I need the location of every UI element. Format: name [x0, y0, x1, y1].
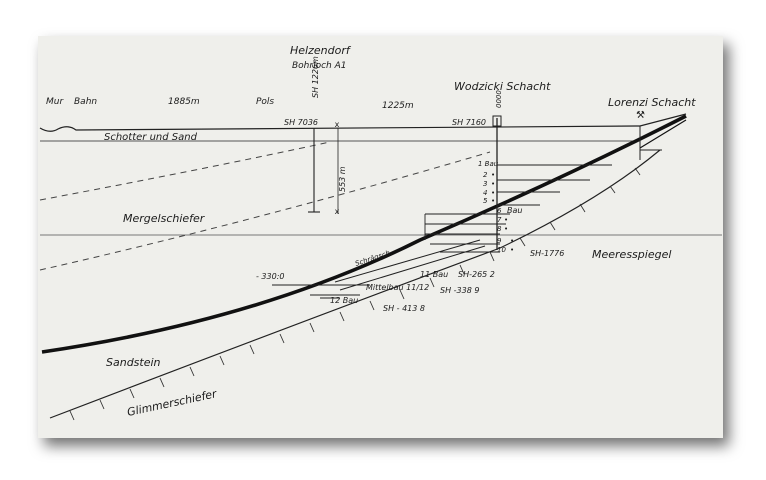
level-mark: •: [491, 171, 495, 179]
label-mittelbau: Mittelbau 11/12: [366, 283, 429, 292]
label-wod-letters: 0000: [495, 90, 503, 108]
label-dist-right: 1225m: [382, 101, 414, 111]
label-mur: Mur: [46, 97, 64, 107]
level-label: 6: [497, 207, 502, 215]
label-borehole-depth: 553 m: [338, 166, 347, 192]
label-dist-left: 1885m: [168, 97, 200, 107]
inclined-drift: [334, 239, 481, 283]
coal-seam-upper: [639, 119, 687, 149]
label-sh-4138: SH - 413 8: [383, 304, 425, 313]
depth-tick-bottom: x: [335, 207, 340, 216]
level-label: 3: [483, 180, 487, 188]
wodzicki-headframe: [492, 115, 502, 127]
level-label: 5: [483, 197, 488, 205]
label-bau-12: 12 Bau: [330, 296, 358, 305]
label-wod-elev: SH 7160: [452, 118, 486, 127]
label-wodzicki: Wodzicki Schacht: [454, 80, 551, 93]
lower-boundary-dashed: [39, 151, 491, 271]
label-sh-3389: SH -338 9: [440, 286, 479, 295]
label-sandstein: Sandstein: [106, 356, 161, 369]
level-mark: •: [504, 216, 508, 224]
label-meeresspiegel: Meeresspiegel: [592, 248, 671, 261]
label-minus-330: - 330:0: [256, 272, 284, 281]
level-mark: •: [491, 189, 495, 197]
lorenzi-symbol: ⚒: [636, 110, 645, 121]
level-mark: •: [504, 225, 508, 233]
label-bau-6: Bau: [507, 206, 522, 215]
glimmer-boundary: [49, 149, 661, 419]
label-bahn: Bahn: [74, 97, 97, 107]
wodzicki-levels: [424, 164, 612, 253]
level-mark: •: [510, 246, 514, 254]
label-sh-2652: SH-265 2: [458, 270, 495, 279]
level-label: 2: [483, 171, 488, 179]
label-pols: Pols: [256, 97, 274, 107]
label-bohrloch: Bohrloch A1: [292, 61, 347, 71]
level-label: 9: [497, 237, 502, 245]
glimmer-hatching: [69, 167, 641, 421]
level-label: 4: [483, 189, 487, 197]
label-bau-11: 11 Bau: [420, 270, 448, 279]
paper-sheet: [38, 36, 723, 438]
ground-surface-line: [39, 113, 687, 132]
label-mergel: Mergelschiefer: [123, 212, 206, 225]
level-mark: •: [510, 237, 514, 245]
level-label: 1 Bau: [478, 160, 499, 168]
level-label: 7: [497, 216, 502, 224]
label-lorenzi: Lorenzi Schacht: [608, 96, 696, 109]
label-sh-1776: SH-1776: [530, 249, 564, 258]
depth-tick-top: x: [335, 120, 340, 129]
label-sh-7036: SH 7036: [284, 118, 318, 127]
level-label: 10: [497, 246, 506, 254]
coal-seam: [41, 114, 687, 354]
label-helz-elev: SH 1226m: [311, 56, 320, 98]
mergel-boundary-dashed: [39, 141, 331, 201]
inclined-drift-2: [339, 245, 486, 291]
level-label: 8: [497, 225, 502, 233]
label-schotter: Schotter und Sand: [104, 132, 198, 143]
label-helzendorf: Helzendorf: [290, 44, 352, 57]
level-mark: •: [491, 180, 495, 188]
level-mark: •: [491, 197, 495, 205]
